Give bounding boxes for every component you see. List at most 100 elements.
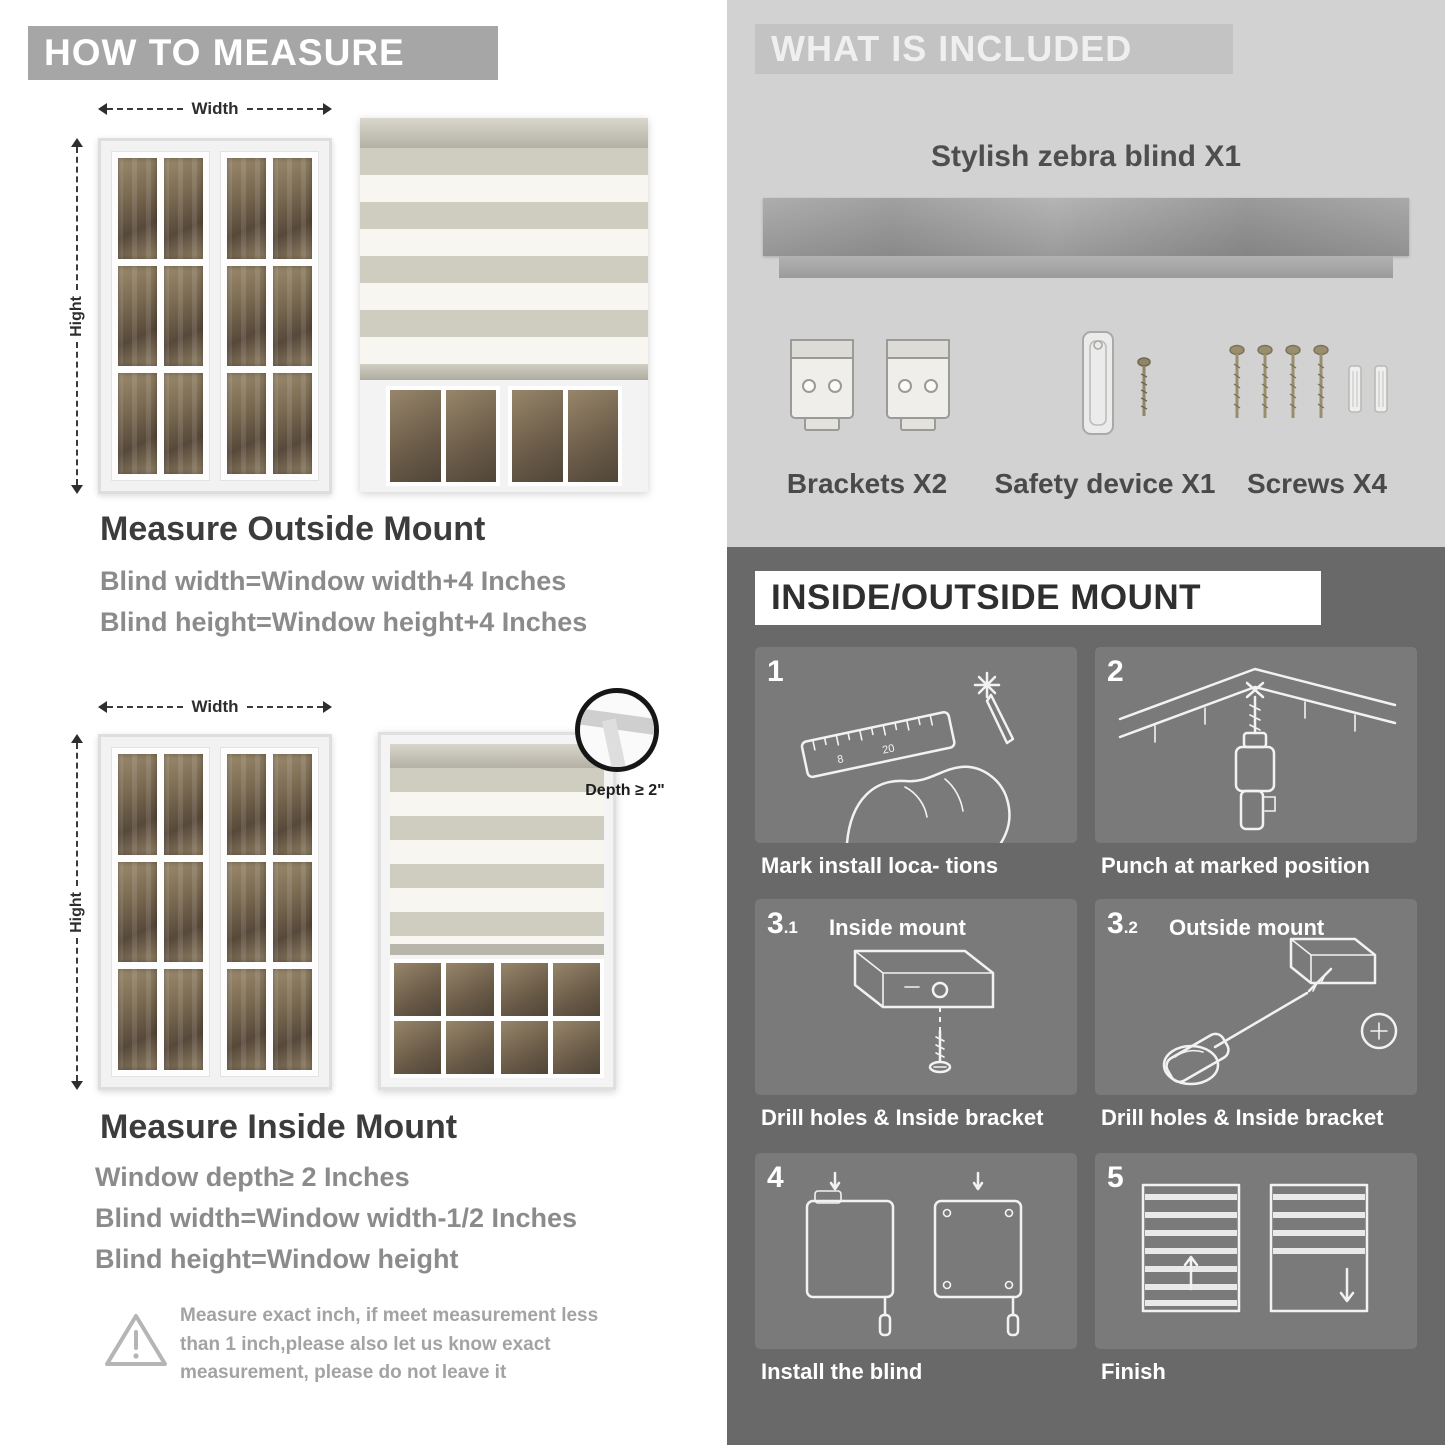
window-pane — [273, 373, 312, 474]
product-name: Stylish zebra blind X1 — [930, 140, 1242, 173]
dashed-line — [76, 147, 78, 290]
window-pane — [446, 1021, 494, 1074]
arrow-up-icon — [71, 734, 83, 743]
window-pane — [273, 861, 312, 963]
screws-label: Screws X4 — [1246, 468, 1388, 499]
window-pane — [227, 265, 266, 367]
window-pane — [118, 754, 157, 855]
step2-label: Punch at marked position — [1101, 853, 1370, 878]
height-arrow: Hight — [66, 734, 88, 1090]
step1-label: Mark install loca- tions — [761, 853, 999, 878]
window-illustration-inside — [98, 734, 332, 1090]
svg-text:8: 8 — [836, 753, 844, 766]
dashed-line — [107, 706, 184, 708]
window-pane — [273, 969, 312, 1070]
window-behind-blind — [360, 380, 648, 492]
window-pane — [567, 390, 618, 482]
window-sash — [508, 386, 622, 486]
blind-stripes — [360, 148, 648, 366]
window-pane — [164, 969, 203, 1070]
headrail-illustration — [763, 198, 1409, 256]
window-pane — [164, 158, 203, 259]
inside-formula-depth: Window depth≥ 2 Inches — [95, 1162, 410, 1192]
step-number: 2 — [1107, 655, 1124, 688]
step-number: 1 — [767, 655, 784, 688]
width-arrow: Width — [98, 697, 332, 716]
window-sash — [111, 151, 210, 481]
outside-mount-heading: Measure Outside Mount — [100, 510, 486, 548]
step5-illustration — [1141, 1183, 1369, 1313]
window-sash — [220, 151, 319, 481]
height-arrow: Hight — [66, 138, 88, 494]
window-pane — [118, 861, 157, 963]
window-pane — [164, 754, 203, 855]
step1-illustration: 8 20 — [800, 671, 1015, 843]
window-pane — [164, 265, 203, 367]
step-panel-2: 2 — [1095, 647, 1417, 843]
window-behind-blind — [390, 959, 604, 1078]
step-panel-3-1: 3.1 Inside mount — [755, 899, 1077, 1095]
zebra-blind-outside-illustration — [360, 118, 648, 492]
step4-label: Install the blind — [761, 1359, 923, 1384]
step-panel-5: 5 — [1095, 1153, 1417, 1349]
window-pane — [500, 1021, 548, 1074]
safety-device-label: Safety device X1 — [994, 468, 1216, 499]
inside-formula-width: Blind width=Window width-1/2 Inches — [95, 1203, 578, 1233]
screws-illustration — [1228, 344, 1388, 420]
window-pane — [227, 969, 266, 1070]
outside-formula-height: Blind height=Window height+4 Inches — [100, 607, 588, 637]
blind-stripes — [390, 768, 604, 944]
depth-label: Depth ≥ 2" — [585, 782, 665, 799]
window-pane — [118, 265, 157, 367]
inside-formula-height: Blind height=Window height — [95, 1244, 459, 1274]
arrow-up-icon — [71, 138, 83, 147]
brackets-label: Brackets X2 — [786, 468, 948, 499]
blind-bottom-rail — [390, 944, 604, 955]
window-pane — [512, 390, 563, 482]
window-pane — [227, 373, 266, 474]
step-sub-label: Outside mount — [1169, 915, 1325, 940]
window-pane — [164, 373, 203, 474]
arrow-right-icon — [323, 103, 332, 115]
measure-warning-text: Measure exact inch, if meet measurement … — [180, 1305, 599, 1383]
window-pane — [500, 963, 548, 1016]
blind-bottom-rail — [360, 366, 648, 380]
headrail-valance — [779, 256, 1393, 278]
step5-label: Finish — [1101, 1359, 1166, 1384]
window-illustration-outside — [98, 138, 332, 494]
step3-1-illustration — [853, 949, 995, 1074]
dashed-line — [76, 743, 78, 886]
height-label: Hight — [68, 891, 85, 933]
window-pane — [118, 373, 157, 474]
height-label: Hight — [68, 295, 85, 337]
zebra-blind-inside-illustration — [378, 732, 616, 1090]
step3-2-label: Drill holes & Inside bracket — [1101, 1105, 1384, 1130]
window-sash — [386, 386, 500, 486]
safety-device-illustration — [1082, 331, 1151, 435]
window-pane — [446, 963, 494, 1016]
width-label: Width — [191, 99, 239, 118]
inside-mount-heading: Measure Inside Mount — [100, 1108, 458, 1146]
window-pane — [227, 158, 266, 259]
svg-text:20: 20 — [881, 742, 895, 756]
step-sub-label: Inside mount — [829, 915, 966, 940]
step4-illustration — [805, 1171, 1023, 1337]
window-pane — [552, 1021, 600, 1074]
window-pane — [273, 158, 312, 259]
arrow-right-icon — [323, 701, 332, 713]
step-number: 4 — [767, 1161, 784, 1194]
dashed-line — [246, 706, 323, 708]
window-pane — [118, 158, 157, 259]
dashed-line — [76, 342, 78, 485]
width-label: Width — [191, 697, 239, 716]
window-sash — [111, 747, 210, 1077]
step-number: 5 — [1107, 1161, 1124, 1194]
dashed-line — [76, 938, 78, 1081]
warning-triangle-icon — [105, 1314, 167, 1366]
how-to-measure-title: HOW TO MEASURE — [28, 26, 498, 80]
window-pane — [164, 861, 203, 963]
step-panel-3-2: 3.2 Outside mount — [1095, 899, 1417, 1095]
window-pane — [227, 861, 266, 963]
arrow-down-icon — [71, 1081, 83, 1090]
